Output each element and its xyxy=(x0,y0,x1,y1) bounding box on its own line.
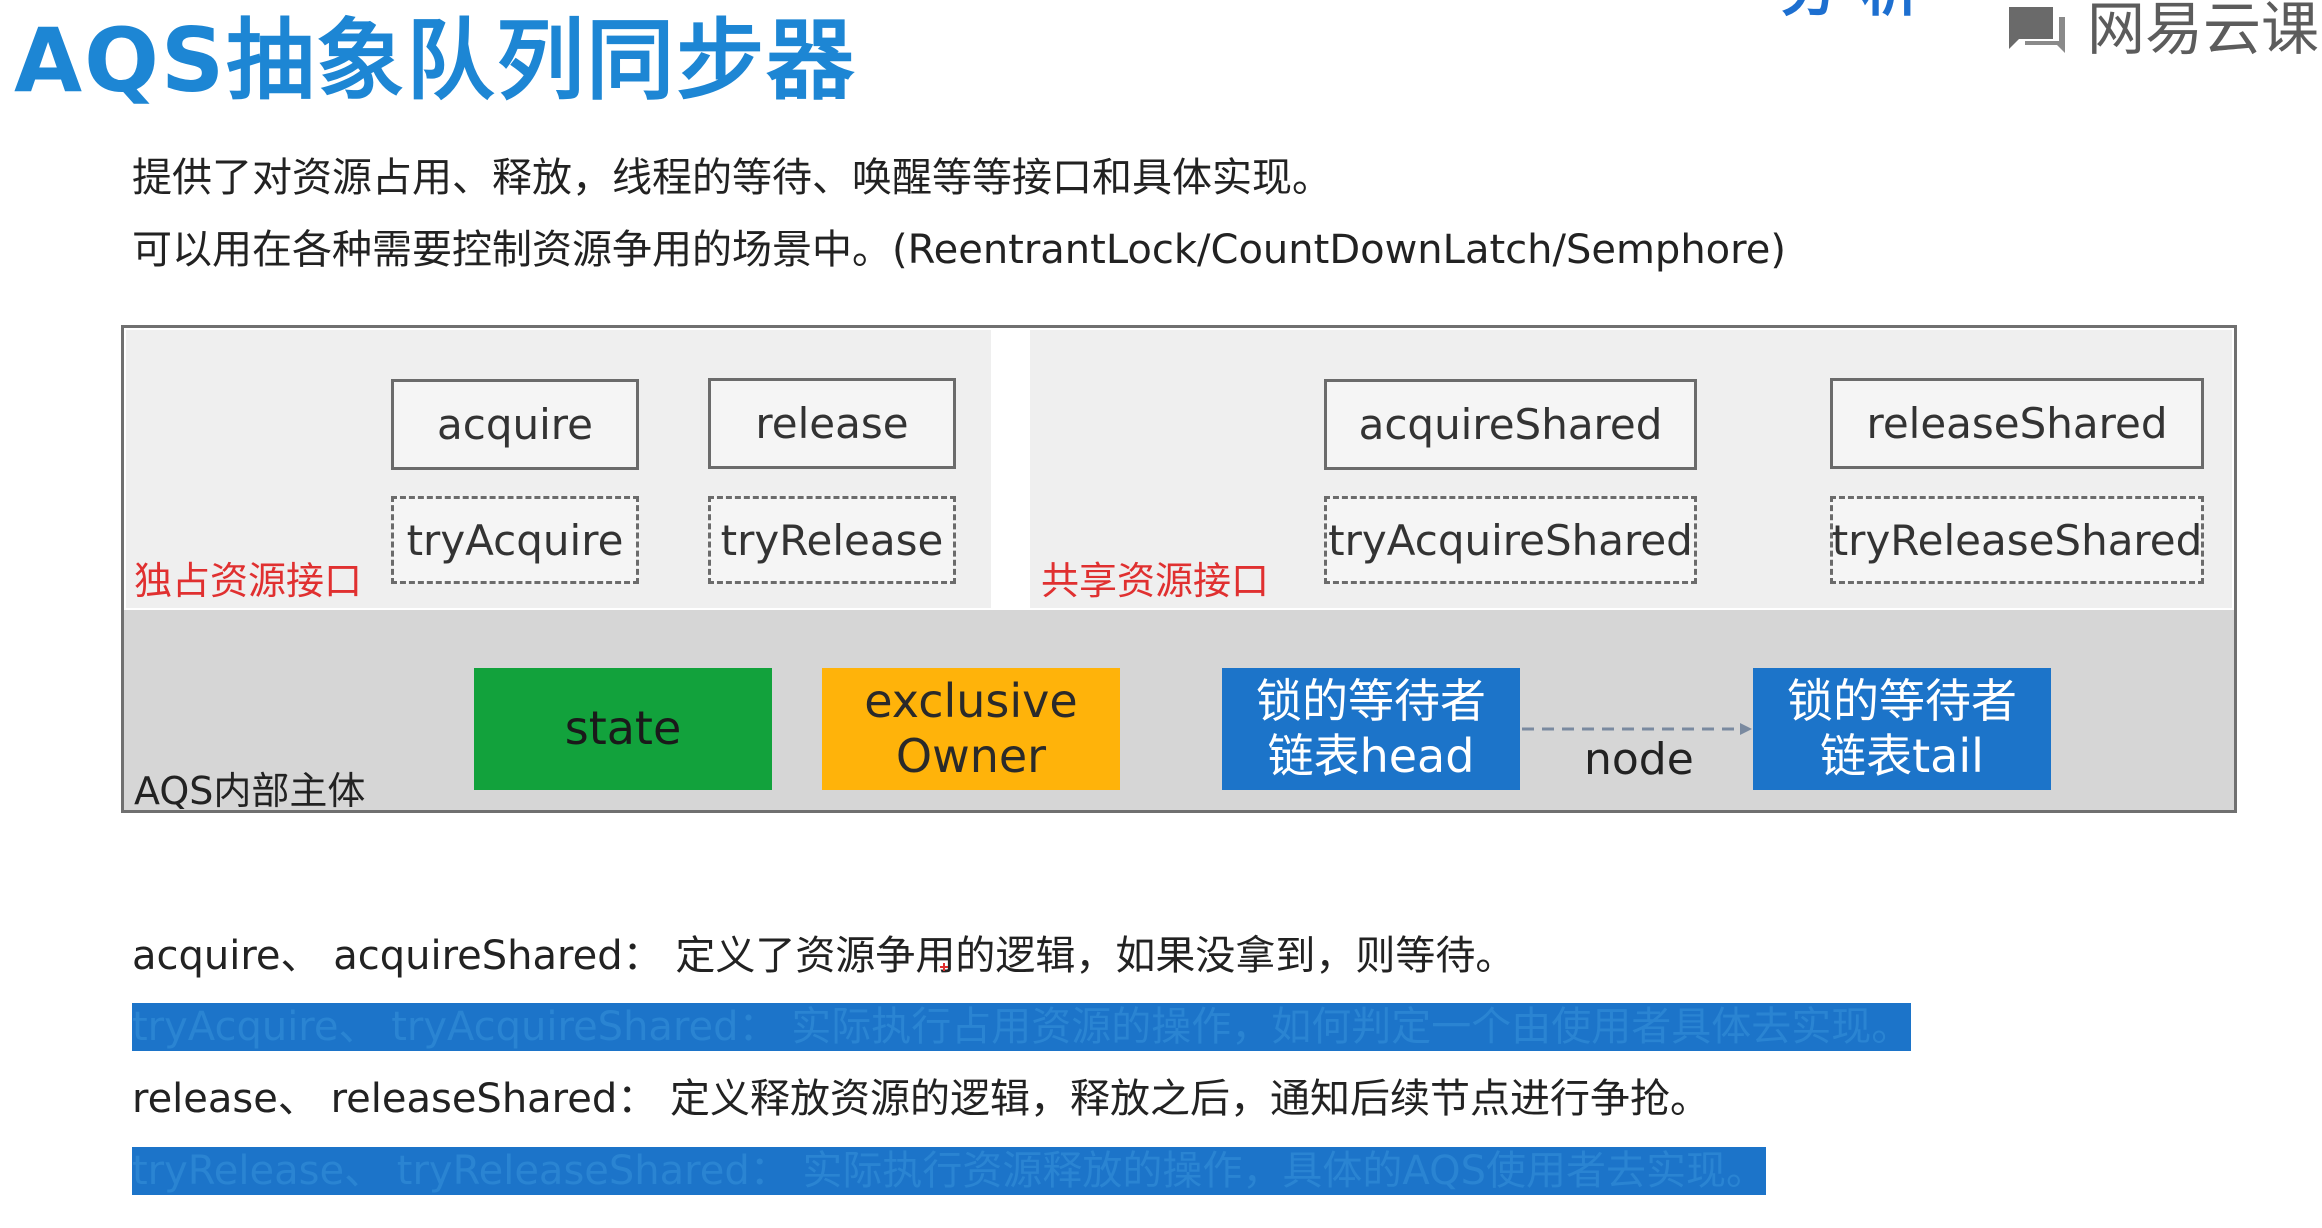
queue-tail-block: 锁的等待者 链表tail xyxy=(1753,668,2051,790)
try-acquire-label: tryAcquire xyxy=(406,515,624,565)
release-label: release xyxy=(755,399,909,448)
try-acquire-shared-box: tryAcquireShared xyxy=(1324,496,1697,584)
queue-tail-line-1: 锁的等待者 xyxy=(1787,673,2017,728)
state-label: state xyxy=(564,701,682,756)
exclusive-owner-block: exclusive Owner xyxy=(822,668,1120,790)
brand-name: 网易云课 xyxy=(2087,0,2320,63)
release-shared-label: releaseShared xyxy=(1866,399,2168,448)
release-box: release xyxy=(708,378,956,469)
acquire-label: acquire xyxy=(437,400,593,449)
cursor-mark-icon xyxy=(940,963,948,971)
state-block: state xyxy=(474,668,772,790)
try-acquire-box: tryAcquire xyxy=(391,496,639,584)
shared-interface-label: 共享资源接口 xyxy=(1041,559,1270,603)
acquire-shared-box: acquireShared xyxy=(1324,379,1697,470)
queue-head-line-2: 链表head xyxy=(1267,729,1475,783)
description-try-release: tryRelease、 tryReleaseShared： 实际执行资源释放的操… xyxy=(132,1147,1766,1195)
exclusive-owner-line-2: Owner xyxy=(895,729,1047,783)
node-link-arrow xyxy=(1522,723,1752,735)
queue-head-line-1: 锁的等待者 xyxy=(1256,673,1486,728)
corner-partial-text: 分 析 xyxy=(1780,0,1921,20)
try-release-shared-label: tryReleaseShared xyxy=(1831,515,2203,565)
queue-tail-line-2: 链表tail xyxy=(1820,729,1984,783)
exclusive-interface-label: 独占资源接口 xyxy=(134,559,363,603)
description-release: release、 releaseShared： 定义释放资源的逻辑，释放之后，通… xyxy=(132,1076,1710,1122)
intro-line-2: 可以用在各种需要控制资源争用的场景中。(ReentrantLock/CountD… xyxy=(132,227,1786,273)
acquire-box: acquire xyxy=(391,379,639,470)
queue-head-block: 锁的等待者 链表head xyxy=(1222,668,1520,790)
try-release-label: tryRelease xyxy=(720,515,944,565)
exclusive-owner-line-1: exclusive xyxy=(864,673,1078,728)
aqs-body-label: AQS内部主体 xyxy=(134,769,366,813)
try-release-shared-box: tryReleaseShared xyxy=(1830,496,2204,584)
node-label: node xyxy=(1584,734,1694,785)
page-title: AQS抽象队列同步器 xyxy=(14,9,857,112)
release-shared-box: releaseShared xyxy=(1830,378,2204,469)
aqs-diagram: acquire release tryAcquire tryRelease 独占… xyxy=(121,325,2237,813)
try-acquire-shared-label: tryAcquireShared xyxy=(1328,515,1693,565)
brand-watermark: 网易云课 xyxy=(2005,0,2319,58)
acquire-shared-label: acquireShared xyxy=(1358,400,1663,449)
intro-line-1: 提供了对资源占用、释放，线程的等待、唤醒等等接口和具体实现。 xyxy=(132,155,1332,201)
try-release-box: tryRelease xyxy=(708,496,956,584)
description-try-acquire: tryAcquire、 tryAcquireShared： 实际执行占用资源的操… xyxy=(132,1003,1912,1051)
brand-logo-icon xyxy=(2009,7,2065,53)
description-acquire: acquire、 acquireShared： 定义了资源争用的逻辑，如果没拿到… xyxy=(132,933,1516,979)
